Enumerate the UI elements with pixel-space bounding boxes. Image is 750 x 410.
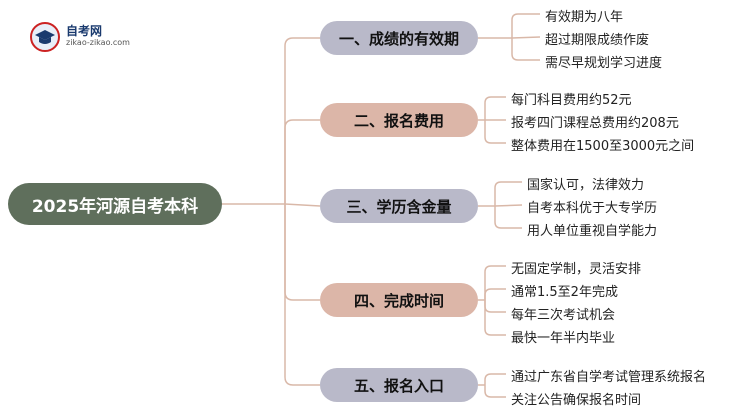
branch-connector-2	[284, 119, 320, 204]
branch-fees: 二、报名费用	[320, 103, 478, 137]
branch-value: 三、学历含金量	[320, 189, 478, 223]
leaf-connector-5-1	[484, 373, 506, 385]
leaf-value-3: 用人单位重视自学能力	[527, 224, 658, 239]
leaf-entry-1: 通过广东省自学考试管理系统报名	[511, 370, 707, 385]
leaf-connector-2-1	[484, 96, 506, 120]
leaf-value-2: 自考本科优于大专学历	[527, 201, 658, 216]
leaf-fees-2: 报考四门课程总费用约208元	[511, 116, 679, 131]
leaf-validity-2: 超过期限成绩作废	[545, 33, 650, 48]
leaf-duration-1: 无固定学制，灵活安排	[511, 262, 642, 277]
branch-entry: 五、报名入口	[320, 368, 478, 402]
root-node: 2025年河源自考本科	[8, 183, 222, 225]
logo-url: zikao-zikao.com	[66, 38, 130, 47]
branch-validity: 一、成绩的有效期	[320, 21, 478, 55]
leaf-connector-1-1	[511, 13, 540, 38]
leaf-connector-5-2	[484, 385, 506, 398]
leaf-value-1: 国家认可，法律效力	[527, 178, 645, 193]
site-logo: 自考网 zikao-zikao.com	[30, 20, 170, 54]
logo-name: 自考网	[66, 24, 103, 38]
leaf-duration-3: 每年三次考试机会	[511, 308, 616, 323]
leaf-duration-4: 最快一年半内毕业	[511, 331, 616, 346]
leaf-connector-4-4	[484, 300, 506, 336]
graduation-cap-icon	[30, 22, 60, 52]
leaf-connector-3-1	[494, 181, 522, 206]
leaf-fees-1: 每门科目费用约52元	[511, 93, 632, 108]
leaf-entry-2: 关注公告确保报名时间	[511, 393, 642, 408]
branch-duration: 四、完成时间	[320, 283, 478, 317]
leaf-connector-4-1	[484, 265, 506, 300]
leaf-connector-4-3	[484, 300, 506, 313]
leaf-validity-3: 需尽早规划学习进度	[545, 56, 663, 71]
branch-connector-3	[284, 203, 321, 207]
leaf-fees-3: 整体费用在1500至3000元之间	[511, 139, 695, 154]
leaf-connector-1-3	[511, 38, 540, 61]
leaf-connector-4-2	[484, 288, 506, 300]
branch-connector-4	[284, 204, 320, 301]
branch-connector-5	[284, 204, 320, 386]
leaf-connector-1-2	[511, 36, 541, 39]
leaf-connector-3-3	[494, 206, 522, 229]
branch-connector-1	[284, 37, 320, 204]
leaf-duration-2: 通常1.5至2年完成	[511, 285, 618, 300]
leaf-connector-3-2	[494, 204, 523, 207]
leaf-validity-1: 有效期为八年	[545, 10, 624, 25]
leaf-connector-2-3	[484, 120, 506, 144]
